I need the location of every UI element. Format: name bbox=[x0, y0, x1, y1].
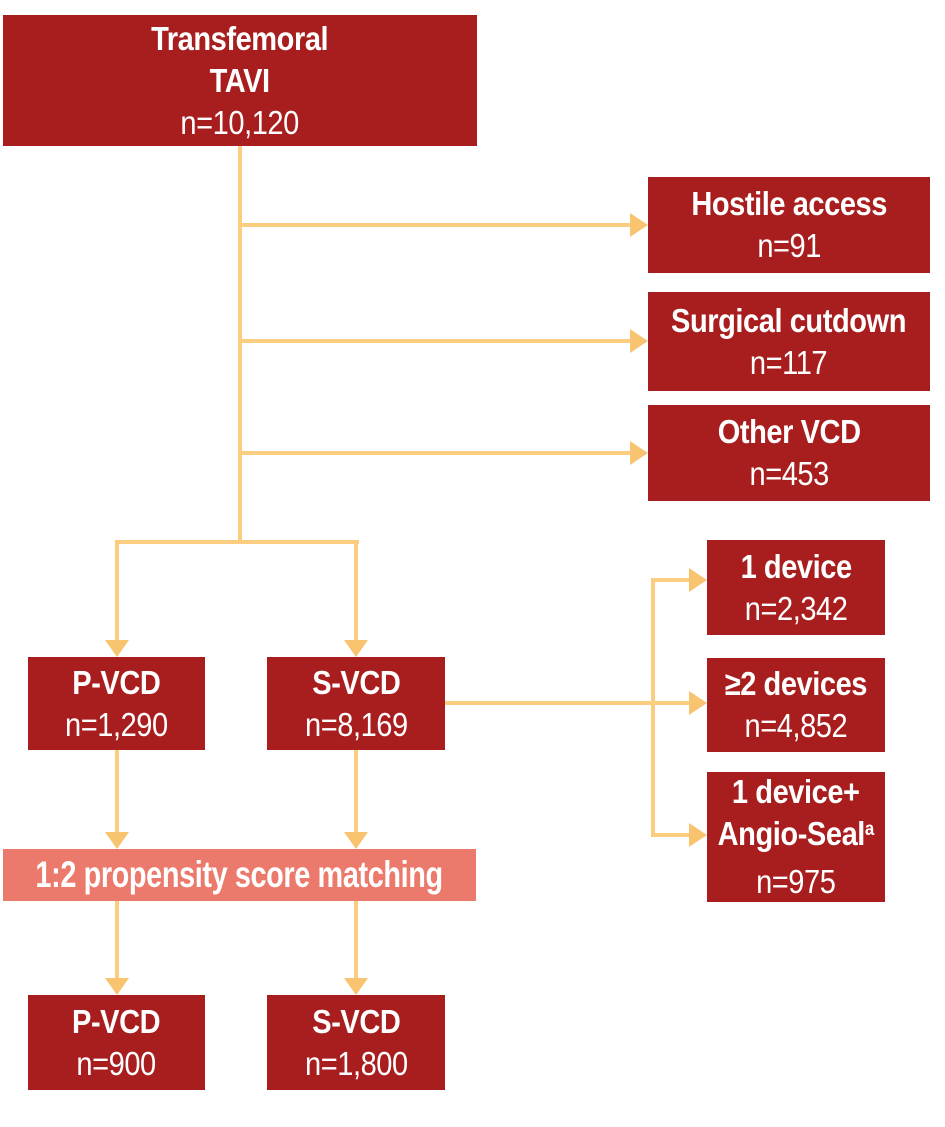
arrowhead-pvcd-icon bbox=[105, 640, 129, 657]
arrowhead-2devices-icon bbox=[689, 691, 707, 715]
node-count: n=91 bbox=[757, 227, 821, 264]
arrowhead-hostile-access-icon bbox=[630, 213, 648, 237]
connector-pvcd-to-matching bbox=[115, 750, 119, 834]
arrowhead-matched-svcd-icon bbox=[344, 978, 368, 995]
matching-label: 1:2 propensity score matching bbox=[35, 854, 444, 895]
node-hostile-access: Hostile access n=91 bbox=[648, 177, 930, 273]
node-title: ≥2 devices bbox=[724, 665, 868, 702]
node-title: S-VCD bbox=[311, 663, 401, 701]
arrowhead-1device-icon bbox=[689, 568, 707, 592]
connector-svcd-to-matching bbox=[354, 750, 358, 834]
connector-pvcd-drop bbox=[115, 540, 119, 642]
node-count: n=117 bbox=[750, 343, 828, 381]
node-title: S-VCD bbox=[311, 1002, 401, 1040]
node-title: TAVI bbox=[209, 61, 271, 99]
node-title: Transfemoral bbox=[151, 19, 329, 57]
connector-surgical-cutdown bbox=[238, 339, 632, 343]
node-other-vcd: Other VCD n=453 bbox=[648, 405, 930, 501]
connector-arm-split bbox=[115, 540, 359, 544]
arrowhead-angioseal-icon bbox=[689, 823, 707, 847]
node-count: n=8,169 bbox=[304, 705, 408, 743]
node-title: P-VCD bbox=[72, 663, 161, 701]
arrowhead-other-vcd-icon bbox=[630, 441, 648, 465]
node-count: n=975 bbox=[756, 863, 836, 900]
arrowhead-matched-pvcd-icon bbox=[105, 978, 129, 995]
connector-matching-to-svcd bbox=[354, 901, 358, 979]
arrowhead-pvcd-matching-icon bbox=[105, 832, 129, 849]
node-count: n=2,342 bbox=[744, 589, 848, 627]
node-count: n=1,800 bbox=[304, 1044, 408, 1082]
connector-svcd-breakdown-spine bbox=[651, 578, 655, 837]
arrowhead-surgical-cutdown-icon bbox=[630, 329, 648, 353]
node-pvcd-matched: P-VCD n=900 bbox=[28, 995, 205, 1090]
node-title: P-VCD bbox=[72, 1002, 161, 1040]
connector-1device bbox=[651, 578, 689, 582]
connector-hostile-access bbox=[238, 223, 632, 227]
footnote-marker: a bbox=[865, 819, 875, 841]
connector-root-trunk bbox=[238, 146, 242, 544]
node-surgical-cutdown: Surgical cutdown n=117 bbox=[648, 292, 930, 391]
connector-matching-to-pvcd bbox=[115, 901, 119, 979]
connector-angioseal bbox=[651, 833, 689, 837]
node-count: n=10,120 bbox=[180, 103, 300, 141]
node-count: n=4,852 bbox=[744, 707, 848, 744]
node-svcd-unmatched: S-VCD n=8,169 bbox=[267, 657, 445, 750]
node-2plus-devices: ≥2 devices n=4,852 bbox=[707, 658, 885, 752]
arrowhead-svcd-icon bbox=[344, 640, 368, 657]
node-propensity-matching: 1:2 propensity score matching bbox=[3, 849, 476, 901]
node-title: Hostile access bbox=[691, 185, 887, 222]
connector-other-vcd bbox=[238, 451, 632, 455]
node-title: Surgical cutdown bbox=[671, 301, 907, 339]
node-1-device-angioseal: 1 device+ Angio-Seala n=975 bbox=[707, 772, 885, 902]
node-title: 1 device+ bbox=[732, 773, 860, 810]
node-count: n=1,290 bbox=[65, 705, 168, 743]
arrowhead-svcd-matching-icon bbox=[344, 832, 368, 849]
node-count: n=900 bbox=[76, 1044, 157, 1082]
node-pvcd-unmatched: P-VCD n=1,290 bbox=[28, 657, 205, 750]
node-title-line2: Angio-Seala bbox=[717, 815, 875, 852]
node-transfemoral-tavi: Transfemoral TAVI n=10,120 bbox=[3, 15, 477, 146]
node-title: Other VCD bbox=[717, 413, 861, 450]
node-svcd-matched: S-VCD n=1,800 bbox=[267, 995, 445, 1090]
node-title: 1 device bbox=[740, 547, 852, 585]
node-count: n=453 bbox=[749, 455, 829, 492]
connector-svcd-breakdown-main bbox=[445, 701, 689, 705]
node-1-device: 1 device n=2,342 bbox=[707, 540, 885, 635]
connector-svcd-drop bbox=[354, 540, 358, 642]
